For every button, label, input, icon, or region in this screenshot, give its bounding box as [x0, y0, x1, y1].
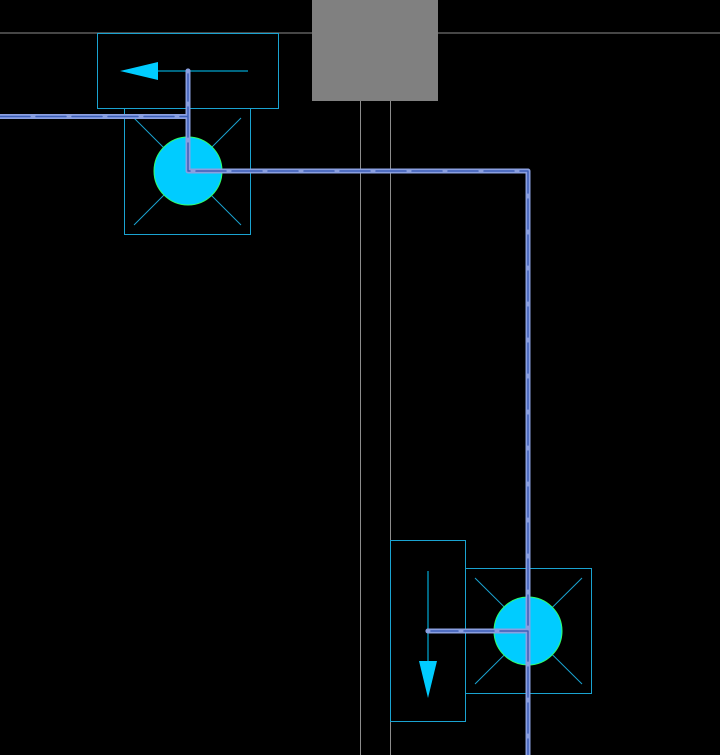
down-arrow-icon [419, 661, 437, 698]
duct-inner [0, 70, 529, 755]
duct-endpoint-marker [425, 628, 431, 634]
left-arrow-icon [120, 62, 158, 80]
duct-endpoint-marker [185, 68, 191, 74]
structural-column [312, 0, 438, 101]
duct-run[interactable] [0, 68, 531, 755]
